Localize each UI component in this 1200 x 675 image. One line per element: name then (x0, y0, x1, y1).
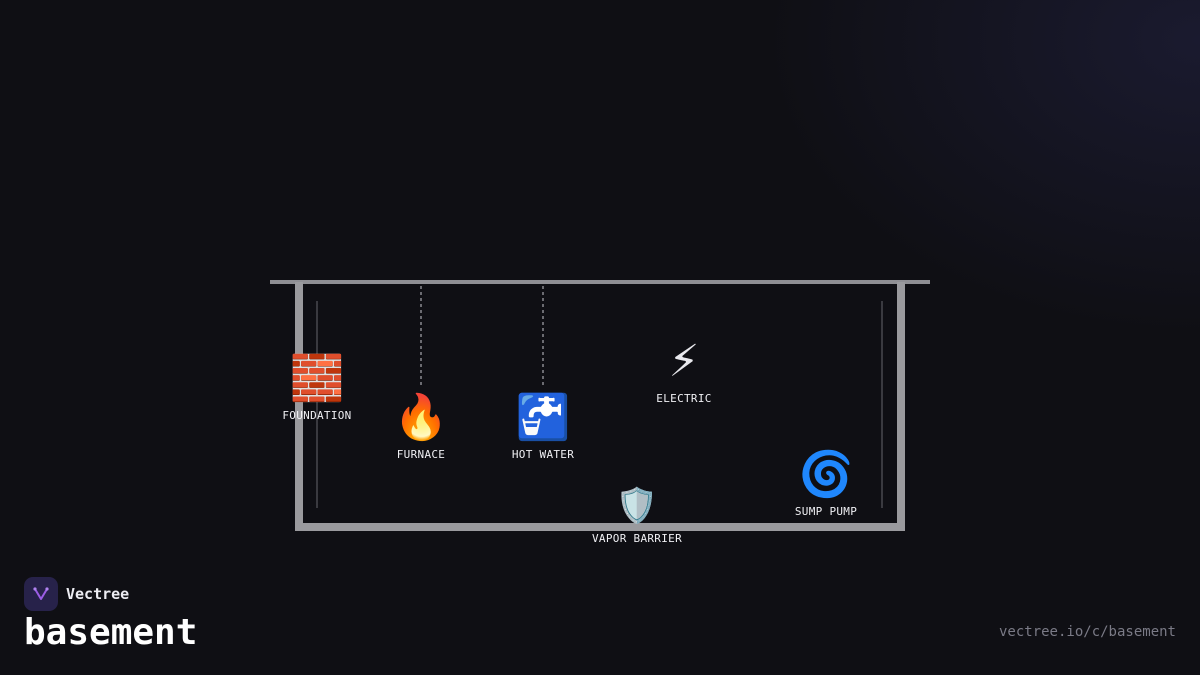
hot-water-label: HOT WATER (511, 448, 575, 461)
sump-pump-node: 🌀 SUMP PUMP (795, 449, 857, 518)
foundation-label: FOUNDATION (282, 409, 352, 422)
electric-node: ⚡ ELECTRIC (656, 336, 711, 405)
lightning-icon: ⚡ (668, 336, 700, 387)
page-url[interactable]: vectree.io/c/basement (998, 624, 1176, 640)
sump-pump-label: SUMP PUMP (794, 505, 858, 518)
furnace-label: FURNACE (396, 448, 446, 461)
vapor-barrier-node: 🛡️ VAPOR BARRIER (592, 484, 682, 545)
shield-icon: 🛡️ (615, 486, 659, 526)
left-wall (295, 282, 303, 531)
page-title: basement (24, 612, 198, 653)
hot-water-node: 🚰 HOT WATER (512, 392, 574, 461)
fire-icon: 🔥 (393, 392, 449, 443)
right-wall (897, 282, 905, 531)
vectree-logo-icon (24, 577, 58, 611)
basement-floor (295, 523, 905, 531)
electric-label: ELECTRIC (656, 392, 712, 405)
faucet-icon: 🚰 (515, 392, 571, 443)
cyclone-icon: 🌀 (798, 449, 854, 500)
furnace-node: 🔥 FURNACE (394, 392, 449, 461)
vapor-barrier-label: VAPOR BARRIER (592, 532, 682, 545)
foundation-node: 🧱 FOUNDATION (282, 353, 351, 422)
brand[interactable]: Vectree (24, 577, 129, 611)
brick-icon: 🧱 (289, 353, 345, 404)
brand-name: Vectree (66, 585, 130, 603)
